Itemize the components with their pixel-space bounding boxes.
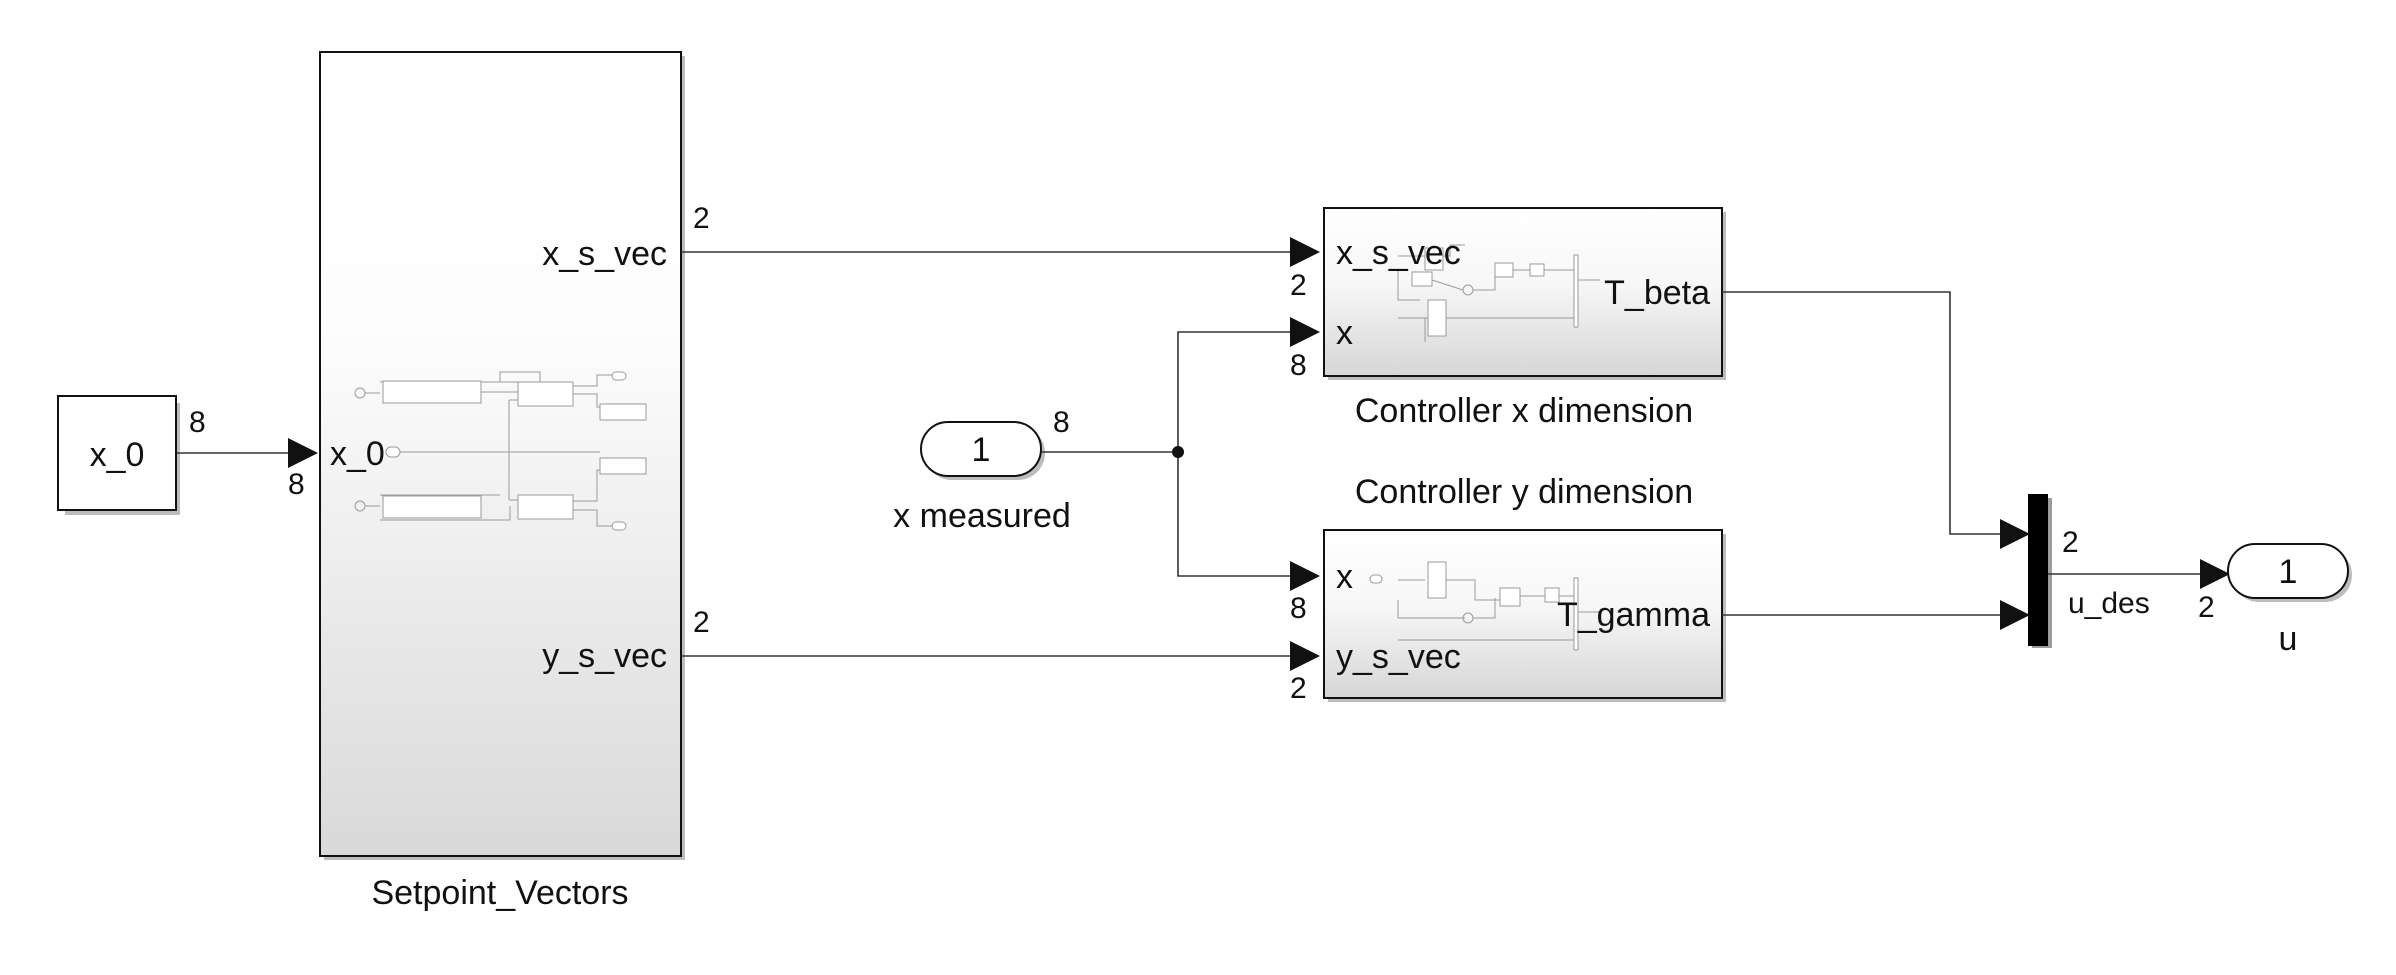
arrowhead-mux-in-1 xyxy=(2000,519,2030,549)
subsystem-name-controller-y: Controller y dimension xyxy=(1355,473,1693,511)
port-label-ctrlx-x: x xyxy=(1336,314,1353,352)
port-label-ys-vec-out: y_s_vec xyxy=(542,637,667,675)
branch-point xyxy=(1172,446,1184,458)
outport-name-u: u xyxy=(2279,620,2298,658)
signal-branch-to-ctrly[interactable] xyxy=(1177,452,1290,577)
signal-dim-x0-out: 8 xyxy=(189,406,206,439)
signal-dim-ys-out: 2 xyxy=(693,606,710,639)
port-label-t-gamma: T_gamma xyxy=(1557,596,1710,634)
arrowhead-ctrlx-x-in xyxy=(1290,317,1320,347)
arrowhead-mux-in-2 xyxy=(2000,600,2030,630)
signal-dim-x-measured: 8 xyxy=(1053,406,1070,439)
signal-dim-outport-in: 2 xyxy=(2198,591,2215,624)
inport-number: 1 xyxy=(972,431,991,469)
controller-y-subsystem[interactable]: x y_s_vec T_gamma xyxy=(1323,529,1726,702)
signal-dim-ctrly-ys-in: 2 xyxy=(1290,672,1307,705)
arrowhead-x0-in xyxy=(288,438,318,468)
signal-dim-ctrly-x-in: 8 xyxy=(1290,592,1307,625)
arrowhead-outport-in xyxy=(2200,559,2230,589)
subsystem-preview-ctrlx xyxy=(1397,244,1600,342)
port-label-ctrly-ys-vec: y_s_vec xyxy=(1336,638,1461,676)
inport-name-x-measured: x measured xyxy=(893,497,1071,535)
mux-block[interactable] xyxy=(2028,494,2052,648)
signal-line-t-beta[interactable] xyxy=(1722,291,2000,535)
port-label-t-beta: T_beta xyxy=(1604,274,1710,312)
signal-dim-mux-out: 2 xyxy=(2062,526,2079,559)
inport-x-measured[interactable]: 1 xyxy=(920,421,1045,480)
controller-x-subsystem[interactable]: x_s_vec x T_beta xyxy=(1323,207,1726,380)
signal-dim-x0-in: 8 xyxy=(288,468,305,501)
arrowhead-ctrly-ys-in xyxy=(1290,641,1320,671)
port-label-ctrlx-xs-vec: x_s_vec xyxy=(1336,234,1461,272)
port-label-ctrly-x: x xyxy=(1336,558,1353,596)
outport-number: 1 xyxy=(2279,553,2298,591)
port-label-x0-in: x_0 xyxy=(330,435,385,473)
constant-block-x0[interactable]: x_0 xyxy=(57,395,180,515)
outport-u[interactable]: 1 xyxy=(2227,543,2352,602)
subsystem-name-setpoint-vectors: Setpoint_Vectors xyxy=(371,874,628,912)
arrowhead-ctrly-x-in xyxy=(1290,561,1320,591)
signal-name-u-des: u_des xyxy=(2068,587,2150,620)
subsystem-preview-ctrly xyxy=(1369,561,1600,651)
signal-branch-to-ctrlx[interactable] xyxy=(1177,331,1290,452)
signal-dim-ctrlx-x-in: 8 xyxy=(1290,349,1307,382)
subsystem-preview-setpoint xyxy=(354,371,647,531)
signal-dim-ctrlx-xs-in: 2 xyxy=(1290,269,1307,302)
arrowhead-ctrlx-xs-in xyxy=(1290,237,1320,267)
signal-dim-xs-out: 2 xyxy=(693,202,710,235)
subsystem-name-controller-x: Controller x dimension xyxy=(1355,392,1693,430)
constant-value-label: x_0 xyxy=(90,436,145,474)
setpoint-vectors-subsystem[interactable]: x_0 x_s_vec y_s_vec xyxy=(319,51,685,860)
port-label-xs-vec-out: x_s_vec xyxy=(542,235,667,273)
